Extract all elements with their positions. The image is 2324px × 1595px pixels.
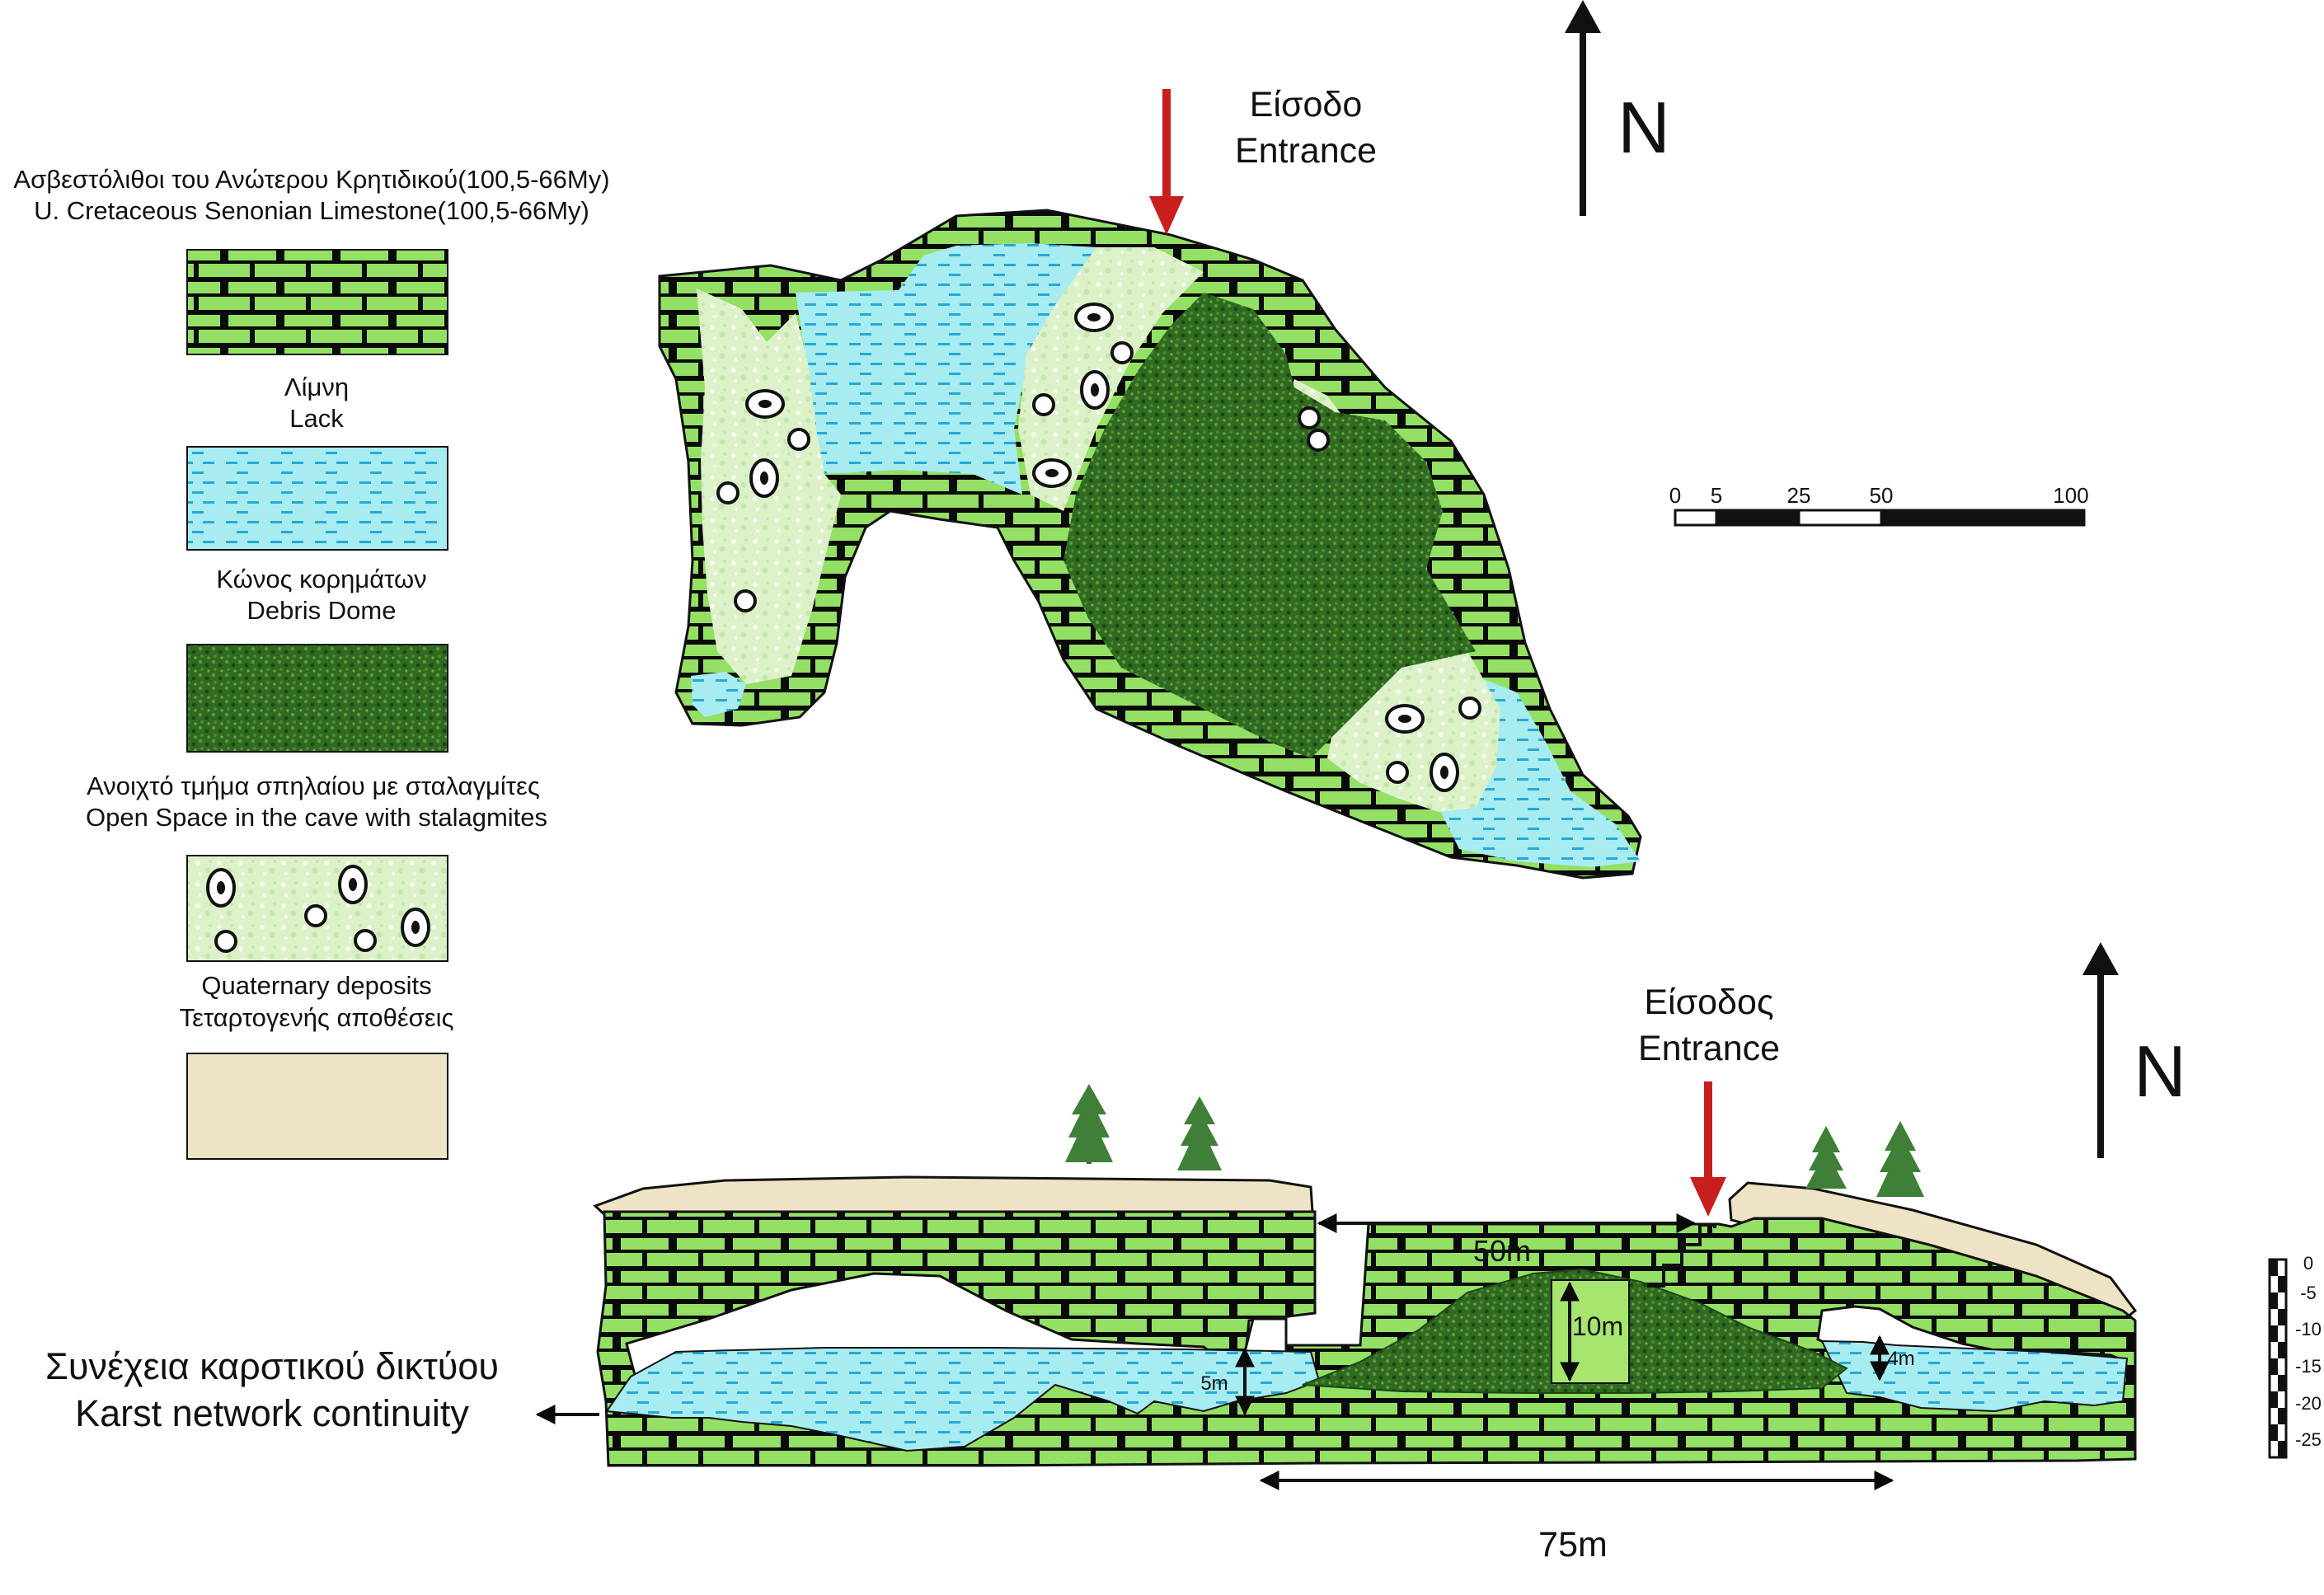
legend-open-gr: Ανοιχτό τμήμα σπηλαίου με σταλαγμίτες bbox=[87, 772, 540, 800]
section-entrance-steps bbox=[1647, 1223, 1716, 1288]
plan-deposits-middle bbox=[1018, 247, 1204, 511]
legend-swatch-lake bbox=[186, 446, 448, 551]
plan-entrance-label-en: Entrance bbox=[1235, 131, 1377, 171]
dimension-5m: 5m bbox=[1200, 1347, 1255, 1416]
scale-tick-25: 25 bbox=[1787, 483, 1811, 508]
vscale-tick-10: -10 bbox=[2295, 1319, 2322, 1339]
legend-quaternary-gr: Τεταρτογενής αποθέσεις bbox=[180, 1003, 454, 1032]
legend-title-gr: Ασβεστόλιθοι του Ανώτερου Κρητιδικού(100… bbox=[13, 165, 609, 194]
section-trees-left bbox=[1065, 1084, 1222, 1170]
dimension-75m: 75m bbox=[1259, 1471, 1894, 1565]
section-entrance-label-gr: Είσοδος bbox=[1644, 983, 1773, 1022]
vertical-scale-bar: 0 -5 -10 -15 -20 -25 bbox=[2268, 1253, 2322, 1459]
dimension-50m-label: 50m bbox=[1473, 1234, 1531, 1268]
legend-debris-gr: Κώνος κορημάτων bbox=[216, 565, 426, 593]
legend-quaternary-en: Quaternary deposits bbox=[201, 971, 431, 1000]
vscale-tick-5: -5 bbox=[2300, 1283, 2317, 1303]
vscale-tick-25: -25 bbox=[2295, 1429, 2322, 1450]
dimension-4m: 4m bbox=[1870, 1335, 1915, 1382]
section-lake-left bbox=[605, 1347, 1321, 1452]
legend-swatch-quaternary bbox=[186, 1053, 448, 1160]
legend-open-en: Open Space in the cave with stalagmites bbox=[86, 803, 547, 832]
vscale-tick-20: -20 bbox=[2295, 1393, 2322, 1414]
scale-tick-100: 100 bbox=[2053, 483, 2088, 508]
section-trees-right bbox=[1805, 1121, 1924, 1197]
legend-swatch-debris bbox=[186, 644, 448, 753]
plan-stalagmite-markers bbox=[716, 303, 1481, 792]
section-north-label: N bbox=[2134, 1030, 2186, 1112]
plan-debris-dome bbox=[1063, 293, 1476, 758]
legend-title-en: U. Cretaceous Senonian Limestone(100,5-6… bbox=[34, 196, 589, 225]
plan-entrance-arrow bbox=[1149, 89, 1184, 235]
legend-debris-en: Debris Dome bbox=[247, 596, 397, 625]
plan-lake-upper bbox=[796, 243, 1096, 495]
section-entrance-label-en: Entrance bbox=[1638, 1029, 1780, 1068]
vscale-tick-0: 0 bbox=[2303, 1253, 2313, 1274]
plan-entrance-label-gr: Είσοδο bbox=[1250, 85, 1363, 124]
plan-north-label: N bbox=[1617, 87, 1670, 168]
dimension-50m: 50m bbox=[1317, 1213, 1697, 1268]
plan-lake-left-tip bbox=[691, 672, 746, 717]
dimension-5m-label: 5m bbox=[1200, 1372, 1228, 1395]
legend: Ασβεστόλιθοι του Ανώτερου Κρητιδικού(100… bbox=[13, 165, 610, 1160]
continuity-label-gr: Συνέχεια καρστικού δικτύου bbox=[45, 1345, 499, 1387]
dimension-10m-label: 10m bbox=[1572, 1311, 1623, 1341]
scale-tick-5: 5 bbox=[1711, 483, 1722, 508]
legend-swatch-open-space bbox=[186, 855, 448, 962]
plan-scale-bar: 0 5 25 50 100 bbox=[1669, 483, 2089, 527]
legend-lake-gr: Λίμνη bbox=[284, 373, 349, 401]
vscale-tick-15: -15 bbox=[2295, 1356, 2322, 1377]
cross-section: Είσοδος Entrance N 50m 10m 5m 4m 75m bbox=[45, 942, 2322, 1565]
section-lake-right bbox=[1820, 1339, 2129, 1413]
dimension-4m-label: 4m bbox=[1887, 1348, 1914, 1370]
legend-lake-en: Lack bbox=[289, 404, 344, 433]
plan-north-arrow bbox=[1565, 0, 1601, 216]
dimension-75m-label: 75m bbox=[1538, 1525, 1608, 1565]
dimension-10m: 10m bbox=[1560, 1281, 1623, 1382]
section-entrance-arrow bbox=[1690, 1081, 1726, 1217]
continuity-label-en: Karst network continuity bbox=[75, 1392, 469, 1434]
legend-swatch-limestone bbox=[186, 249, 448, 355]
section-north-arrow bbox=[2082, 942, 2119, 1158]
scale-tick-50: 50 bbox=[1870, 483, 1894, 508]
plan-view: Είσοδο Entrance N 0 5 25 50 100 bbox=[658, 0, 2089, 880]
scale-tick-0: 0 bbox=[1669, 483, 1681, 508]
